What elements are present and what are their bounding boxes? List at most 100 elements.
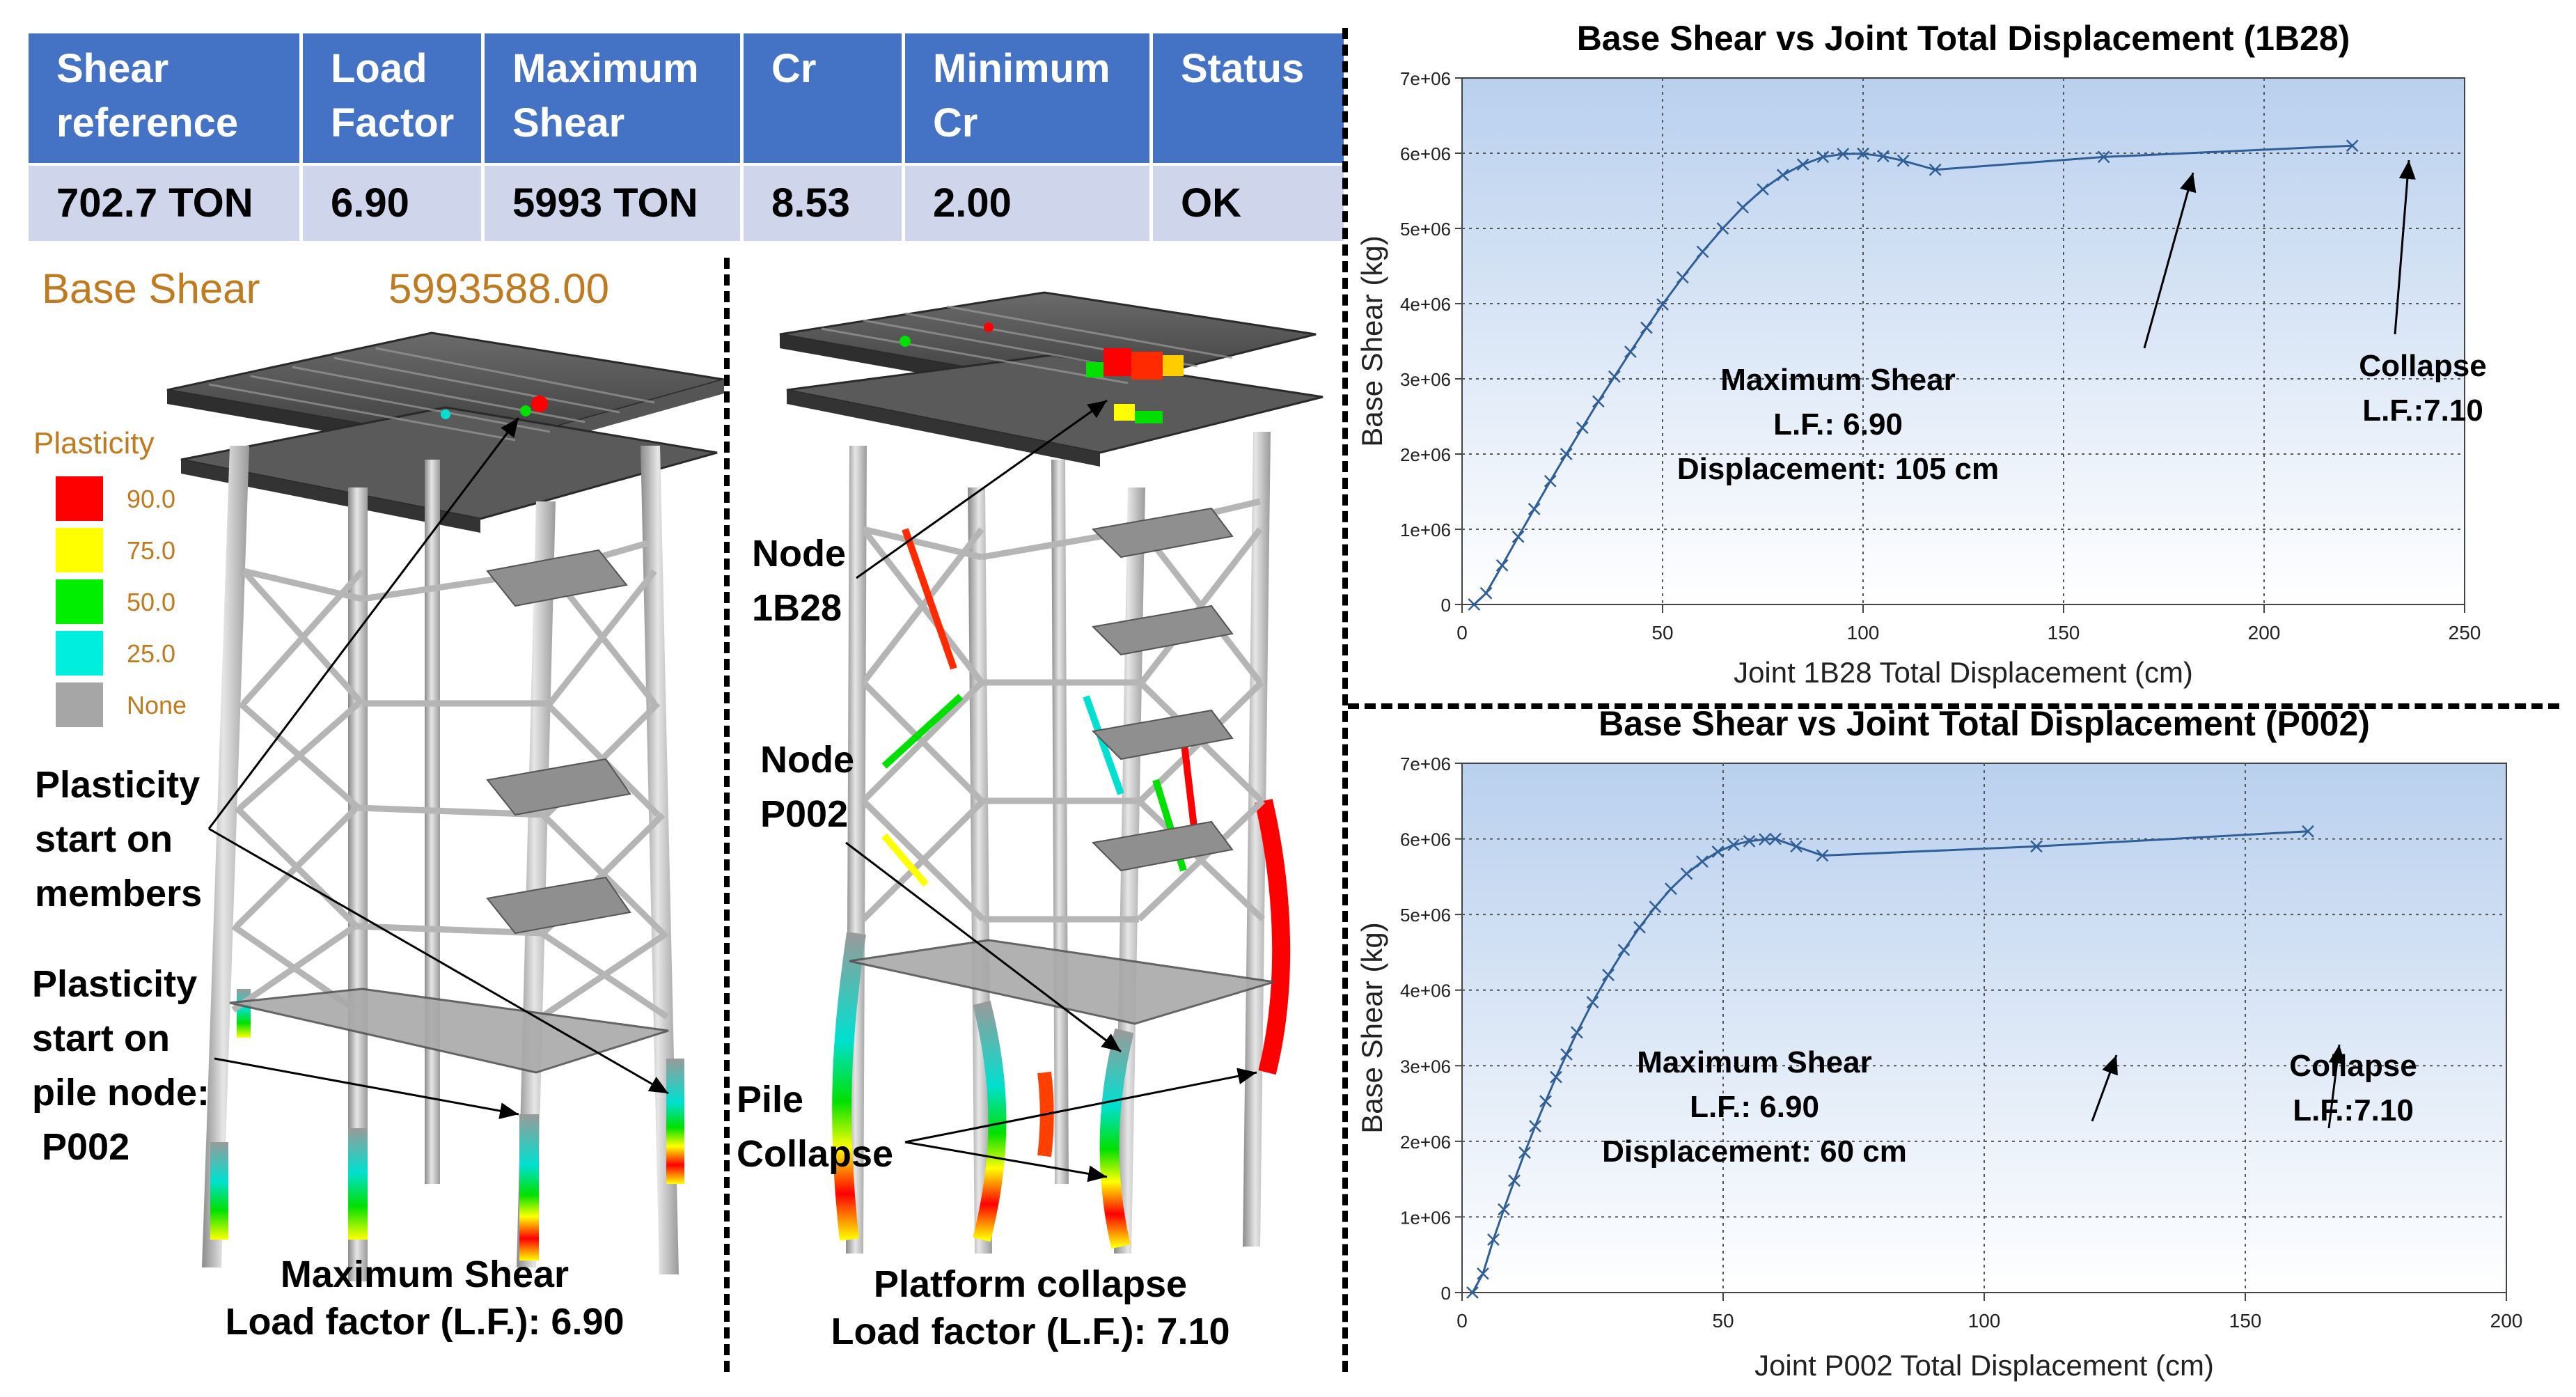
y-axis-label: Base Shear (kg) [1356, 235, 1388, 446]
annotation-node-1b28: Node 1B28 [752, 526, 846, 635]
annotation-line: Plasticity [32, 963, 198, 1005]
cell-cr: 8.53 [744, 166, 902, 241]
legend-label: 50.0 [127, 588, 176, 616]
y-tick-label: 5e+06 [1400, 219, 1451, 240]
chart-p002: Base Shear vs Joint Total Displacement (… [1356, 704, 2522, 1382]
x-axis-label: Joint 1B28 Total Displacement (cm) [1734, 656, 2193, 689]
data-point [1790, 840, 1803, 853]
legend-label: None [127, 691, 187, 719]
annotation-arrows [207, 399, 1257, 1183]
annotation-line: Maximum Shear [1720, 363, 1955, 397]
annotation-arrow [2091, 1054, 2118, 1122]
data-point [1776, 169, 1789, 182]
y-tick-label: 6e+06 [1400, 143, 1451, 164]
header-shear-reference: Shear reference [29, 33, 299, 163]
annotation-line: Collapse [2289, 1049, 2417, 1083]
data-point [1665, 882, 1677, 896]
data-point [1617, 944, 1631, 957]
data-point [1711, 845, 1725, 858]
series-line [1473, 144, 2353, 606]
header-minimum-cr: Minimum Cr [905, 33, 1149, 163]
y-tick-label: 1e+06 [1400, 520, 1451, 540]
annotation-line: P002 [760, 793, 849, 835]
data-point [1816, 849, 1829, 862]
x-tick-label: 150 [2229, 1310, 2262, 1332]
cell-shear-reference: 702.7 TON [29, 166, 299, 241]
y-tick-label: 3e+06 [1400, 1056, 1451, 1077]
y-tick-label: 0 [1441, 1283, 1451, 1304]
x-tick-label: 0 [1456, 622, 1468, 643]
legend-item: 25.0 [56, 631, 223, 676]
y-axis-label: Base Shear (kg) [1356, 922, 1388, 1133]
cell-status: OK [1153, 166, 1344, 241]
data-point [1560, 448, 1573, 460]
x-tick-label: 50 [1651, 622, 1673, 643]
data-point [1757, 182, 1769, 196]
annotation-plasticity-members: Plasticity start on members [35, 758, 202, 921]
cell-maximum-shear: 5993 TON [485, 166, 740, 241]
data-point [1571, 1026, 1583, 1039]
annotation-line: L.F.:7.10 [2293, 1093, 2414, 1127]
y-tick-label: 5e+06 [1400, 905, 1451, 926]
annotation-line: Node [752, 533, 846, 575]
annotation-line: L.F.:7.10 [2362, 393, 2483, 428]
legend-item: 75.0 [56, 528, 223, 572]
data-point [1640, 321, 1653, 334]
data-point [1468, 598, 1481, 611]
data-point [1527, 502, 1541, 515]
chart-title: Base Shear vs Joint Total Displacement (… [1577, 19, 2350, 58]
data-point [1498, 1203, 1510, 1216]
cell-load-factor: 6.90 [303, 166, 481, 241]
annotation-line: Plasticity [35, 764, 201, 806]
data-point [1656, 298, 1669, 311]
x-tick-label: 0 [1456, 1310, 1468, 1332]
data-point [1759, 833, 1771, 846]
data-point [1769, 832, 1782, 845]
x-tick-label: 200 [2248, 622, 2281, 643]
legend-item: None [56, 682, 223, 727]
data-point [1586, 996, 1599, 1008]
legend-item: 50.0 [56, 579, 223, 624]
x-tick-label: 150 [2048, 622, 2080, 643]
data-point [1743, 834, 1756, 848]
caption-line: Platform collapse [873, 1263, 1188, 1305]
divider-middle-right [1342, 28, 1348, 1372]
legend-item: 90.0 [56, 476, 223, 521]
data-point [1560, 1048, 1573, 1061]
annotation-arrow [2143, 172, 2197, 349]
data-point [1466, 1286, 1479, 1299]
annotation-line: L.F.: 6.90 [1690, 1090, 1819, 1124]
data-point [1592, 395, 1605, 408]
x-axis-label: Joint P002 Total Displacement (cm) [1754, 1349, 2214, 1382]
annotation-line: 1B28 [752, 587, 842, 629]
annotation-node-p002: Node P002 [760, 733, 854, 841]
divider-charts [1348, 703, 2559, 709]
annotation-line: Displacement: 60 cm [1602, 1134, 1907, 1169]
table-row: 702.7 TON 6.90 5993 TON 8.53 2.00 OK [29, 166, 1344, 241]
data-point [1602, 969, 1615, 981]
data-point [1816, 150, 1830, 164]
data-point [1929, 163, 1942, 176]
plot-area [1461, 77, 2465, 605]
legend-label: 25.0 [127, 639, 176, 668]
annotation-line: start on [32, 1017, 171, 1059]
data-point [1696, 245, 1709, 258]
legend-label: 90.0 [127, 485, 176, 513]
y-tick-label: 0 [1441, 595, 1451, 616]
data-point [1550, 1070, 1562, 1084]
y-tick-label: 2e+06 [1400, 1132, 1451, 1153]
series-line [1471, 830, 2309, 1293]
data-point [1896, 154, 1910, 167]
data-point [2030, 840, 2043, 853]
cell-minimum-cr: 2.00 [905, 166, 1149, 241]
y-tick-label: 4e+06 [1400, 294, 1451, 315]
annotation-line: Pile [737, 1079, 804, 1121]
y-tick-label: 7e+06 [1400, 754, 1451, 774]
caption-line: Load factor (L.F.): 7.10 [831, 1311, 1230, 1352]
annotation-line: Node [760, 739, 854, 781]
x-tick-label: 50 [1712, 1310, 1734, 1332]
annotation-line: Displacement: 105 cm [1677, 452, 1999, 486]
middle-caption: Platform collapse Load factor (L.F.): 7.… [808, 1261, 1253, 1355]
